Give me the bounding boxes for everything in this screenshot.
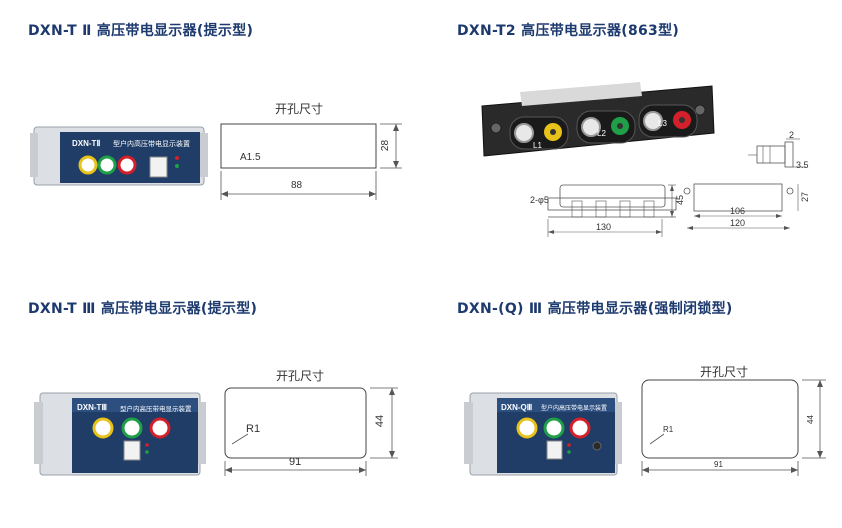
panel4-device-subtitle: 型户内高压带电显示装置 [541,406,608,412]
panel1-width-dim: 88 [291,180,303,191]
panel3-cutout-title: 开孔尺寸 [276,369,325,383]
panel3-width-dim: 91 [289,456,302,468]
panel2-dim-45: 45 [675,194,686,206]
panel2-dim-120: 120 [730,218,746,228]
panel2-dim-3-5: 3.5 [796,160,809,170]
panel2-dim-2: 2 [789,130,795,140]
panel2-dim-106: 106 [730,206,746,216]
panel2-title: DXN-T2 高压带电显示器(863型) [457,23,680,39]
panel1-title: DXN-T Ⅱ 高压带电显示器(提示型) [28,23,254,39]
panel2-phase-l1: L1 [533,141,542,150]
panel4-device-label: DXN-QⅢ [501,403,533,412]
panel3-device-label: DXN-TⅢ [77,403,107,412]
panel4-radius: R1 [663,425,674,434]
panel3-device-subtitle: 型户内高压带电显示装置 [120,406,192,413]
panel4-height-dim: 44 [805,415,815,424]
panel2-dim-2-phi5: 2-φ5 [530,195,549,205]
panel3-height-dim: 44 [374,414,387,428]
panel1-device-subtitle: 型户内高压带电显示装置 [113,141,190,148]
panel1-cutout-title: 开孔尺寸 [275,102,324,116]
panel2-dim-27: 27 [800,191,811,203]
panel4-title: DXN-(Q) Ⅲ 高压带电显示器(强制闭锁型) [457,301,733,317]
panel1-height-dim: 28 [380,139,392,152]
panel2-phase-l3: L3 [658,119,667,128]
panel3-radius: R1 [246,423,261,435]
panel4-cutout-title: 开孔尺寸 [700,365,749,379]
panel1-device-label: DXN-TⅡ [72,139,101,148]
panel2-phase-l2: L2 [597,129,606,138]
panel4-width-dim: 91 [714,460,723,469]
panel1-cutout-note: A1.5 [240,152,261,163]
panel2-dim-130: 130 [596,222,612,232]
panel3-title: DXN-T Ⅲ 高压带电显示器(提示型) [28,301,258,317]
